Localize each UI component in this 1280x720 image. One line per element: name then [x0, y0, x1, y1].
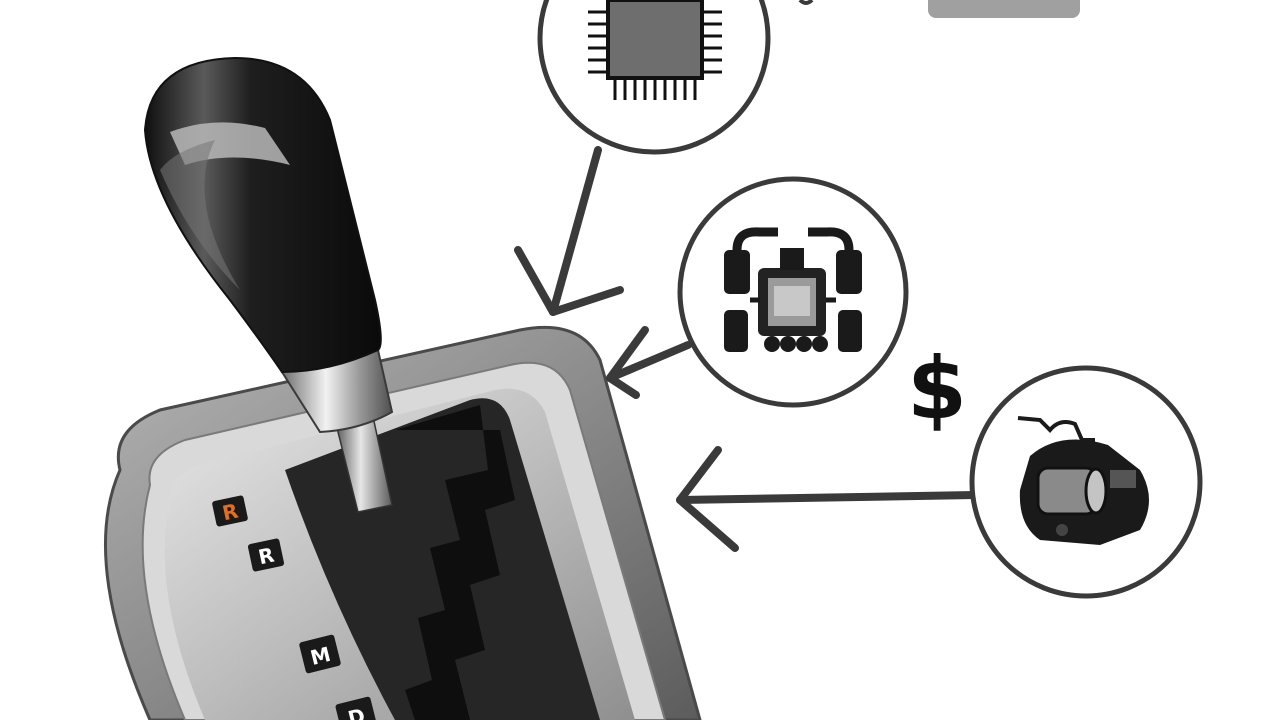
callout-arrows — [514, 146, 979, 552]
knob-highlight — [160, 140, 240, 290]
arrow-from-chip — [514, 146, 624, 316]
arrow-from-solenoid — [676, 446, 979, 552]
connector-mark — [798, 0, 814, 5]
callout-solenoid — [969, 365, 1203, 599]
callout-chip — [537, 0, 771, 155]
arrow-from-module — [606, 326, 692, 399]
callout-module — [677, 176, 909, 408]
gray-badge — [928, 0, 1080, 18]
gate-notches — [395, 405, 515, 720]
gear-letter-r-active: R — [220, 499, 240, 526]
cost-dollar-sign: $ — [907, 339, 967, 439]
solenoid-icon — [1017, 416, 1149, 545]
gear-letter-d: D — [346, 703, 368, 720]
microchip-icon — [588, 0, 722, 100]
mechatronic-unit-icon — [724, 227, 862, 352]
gear-indicator-m — [299, 634, 341, 674]
gear-indicator-r-active — [212, 495, 248, 527]
gear-shifter: R R M D — [103, 56, 702, 720]
gear-letter-r: R — [256, 543, 276, 570]
gear-indicator-r — [247, 538, 285, 572]
gear-indicator-d — [335, 696, 377, 720]
shifter-knob — [143, 56, 382, 374]
shift-pattern: R R M D — [212, 495, 377, 720]
